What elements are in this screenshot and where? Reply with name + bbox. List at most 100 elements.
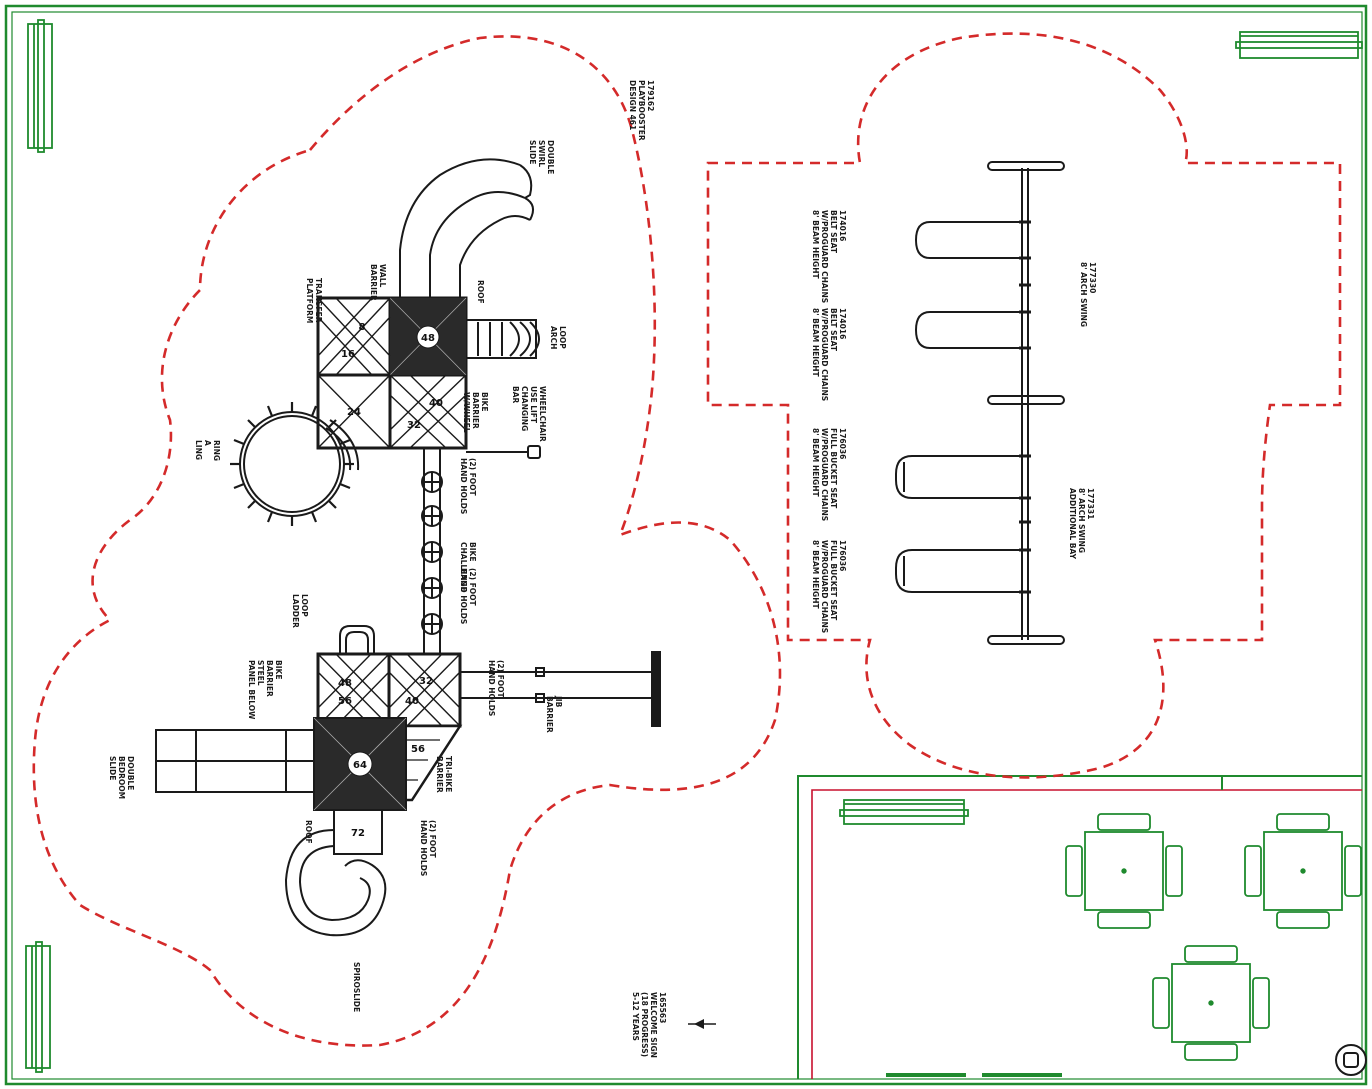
- label-line: PLAYBOOSTER: [637, 80, 646, 141]
- label-line: 8' BEAM HEIGHT: [811, 308, 820, 377]
- label-roof-top: ROOF: [476, 280, 485, 304]
- loop-ladder: [339, 625, 375, 654]
- deck-height: 48: [421, 333, 435, 344]
- label-line: 8' ARCH SWING: [1079, 262, 1088, 327]
- label-line: SPIROSLIDE: [352, 962, 361, 1012]
- picnic-table-icon: [1065, 813, 1183, 929]
- label-line: (18 PROGRESS): [640, 992, 649, 1057]
- label-tri-bike-barrier: TRI-BIKEBARRIER: [435, 756, 453, 793]
- label-line: HAND HOLDS: [419, 820, 428, 876]
- bike-challenge: [421, 448, 443, 654]
- label-line: STEEL: [256, 660, 265, 686]
- label-line: DOUBLE: [126, 756, 135, 790]
- lower-deck-cluster: [313, 652, 463, 811]
- label-hand-holds-4: (2) FOOTHAND HOLDS: [419, 820, 437, 876]
- label-line: CHALLENGE: [459, 542, 468, 592]
- label-line: RING: [212, 440, 221, 461]
- label-line: FULL BUCKET SEAT: [829, 428, 838, 509]
- label-line: 176036: [838, 428, 847, 459]
- label-line: CHANGING: [520, 386, 529, 431]
- label-bike-barrier: BIKEBARRIERW/WHEEL: [462, 392, 489, 433]
- label-transfer-platform: TRANSFERPLATFORM: [305, 278, 323, 323]
- label-spiroslide: SPIROSLIDE: [352, 962, 361, 1012]
- label-line: 176036: [838, 540, 847, 571]
- label-line: HAND HOLDS: [459, 458, 468, 514]
- picnic-table-icon: [1152, 945, 1270, 1061]
- label-line: BARRIER: [471, 392, 480, 429]
- label-line: JIB: [554, 695, 563, 708]
- label-line: PLATFORM: [305, 278, 314, 323]
- deck-height: 64: [353, 760, 367, 771]
- label-bike-challenge: BIKECHALLENGE: [459, 542, 477, 592]
- bench-icon: [25, 941, 51, 1073]
- label-line: SWIRL: [537, 140, 546, 167]
- label-hand-holds-2: (2) FOOTHAND HOLDS: [459, 568, 477, 624]
- label-hand-holds-3: (2) FOOTHAND HOLDS: [487, 660, 505, 716]
- deck-height: 56: [338, 696, 352, 707]
- label-line: HAND HOLDS: [487, 660, 496, 716]
- label-line: (2) FOOT: [496, 660, 505, 699]
- north-arrow-icon: [688, 1019, 716, 1029]
- label-line: WALL: [378, 264, 387, 288]
- ring-a-ling: [239, 411, 360, 517]
- label-line: 177331: [1086, 488, 1095, 519]
- jib-barrier: [460, 651, 661, 727]
- label-line: W/PROGUARD CHAINS: [820, 540, 829, 633]
- label-line: HAND HOLDS: [459, 568, 468, 624]
- label-line: (2) FOOT: [468, 568, 477, 607]
- label-wheelchair-lift: WHEELCHAIRUSE LIFTCHANGINGBAR: [511, 386, 547, 442]
- label-belt-seat-2: 174016BELT SEATW/PROGUARD CHAINS8' BEAM …: [811, 308, 847, 401]
- label-line: (2) FOOT: [428, 820, 437, 859]
- label-line: 179162: [646, 80, 655, 111]
- label-line: TRANSFER: [314, 278, 323, 323]
- label-loop-arch: LOOPARCH: [549, 326, 567, 349]
- label-line: BIKE: [274, 660, 283, 679]
- label-roof-bottom: ROOF: [304, 820, 313, 844]
- label-line: ARCH: [549, 326, 558, 349]
- deck-height: 40: [405, 696, 419, 707]
- label-line: BIKE: [480, 392, 489, 411]
- label-line: USE LIFT: [529, 386, 538, 424]
- swing-chain-ticks: [1019, 220, 1031, 594]
- label-line: 174016: [838, 210, 847, 241]
- label-hand-holds-1: (2) FOOTHAND HOLDS: [459, 458, 477, 514]
- upper-deck-cluster: [316, 296, 468, 450]
- label-line: BELT SEAT: [829, 308, 838, 352]
- label-line: TRI-BIKE: [444, 756, 453, 792]
- label-line: BEDROOM: [117, 756, 126, 799]
- double-bedroom-slide: [155, 729, 315, 793]
- swing-set: [895, 161, 1065, 645]
- callout-labels: 179162PLAYBOOSTERDESIGN 461DOUBLESWIRLSL…: [108, 80, 1097, 1058]
- playstructure-safety-zone: [32, 35, 782, 1047]
- bench-icon: [27, 19, 53, 153]
- label-line: WHEELCHAIR: [538, 386, 547, 442]
- label-line: LADDER: [291, 594, 300, 628]
- label-line: DOUBLE: [546, 140, 555, 174]
- deck-height: 56: [411, 744, 425, 755]
- label-playbooster: 179162PLAYBOOSTERDESIGN 461: [628, 80, 655, 141]
- label-line: DESIGN 461: [628, 80, 637, 130]
- swing-safety-zone: [706, 32, 1342, 779]
- label-line: ADDITIONAL BAY: [1068, 488, 1077, 560]
- label-line: BARRIER: [369, 264, 378, 301]
- label-line: PANEL BELOW: [247, 660, 256, 720]
- label-line: SLIDE: [108, 756, 117, 780]
- bench-icon: [1235, 31, 1363, 59]
- picnic-table-icon: [1244, 813, 1362, 929]
- site-border: [4, 4, 1368, 1086]
- deck-height: 8: [359, 322, 366, 333]
- label-line: W/PROGUARD CHAINS: [820, 308, 829, 401]
- label-line: ROOF: [476, 280, 485, 304]
- label-line: BARRIER: [265, 660, 274, 697]
- label-welcome-sign: 165563WELCOME SIGN(18 PROGRESS)5-12 YEAR…: [631, 992, 667, 1058]
- label-arch-swing-1: 1773308' ARCH SWING: [1079, 262, 1097, 327]
- double-swirl-slide: [399, 158, 535, 300]
- seating-area-border: [797, 775, 1362, 1079]
- deck-height: 24: [347, 407, 361, 418]
- label-line: 8' BEAM HEIGHT: [811, 210, 820, 279]
- label-line: BARRIER: [435, 756, 444, 793]
- label-arch-swing-2: 1773318' ARCH SWINGADDITIONAL BAY: [1068, 488, 1095, 560]
- bench-icon: [839, 799, 969, 825]
- deck-height: 72: [351, 828, 365, 839]
